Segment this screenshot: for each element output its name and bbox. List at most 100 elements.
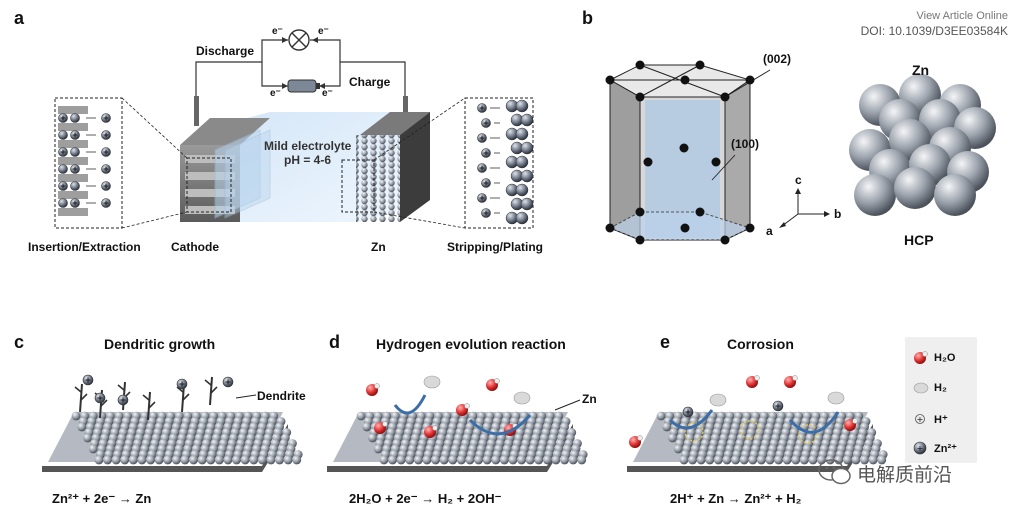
zn-atom <box>515 99 529 113</box>
watermark-text: 电解质前沿 <box>857 464 953 486</box>
dendrite <box>209 376 213 406</box>
lattice-atom <box>680 223 690 233</box>
surface-atom <box>180 455 190 465</box>
surface-atom <box>551 455 561 465</box>
surface-atom <box>739 455 749 465</box>
zn-sphere <box>894 167 936 209</box>
panel-c-surface <box>42 374 303 472</box>
surface-atom <box>379 455 389 465</box>
surface-atom <box>292 455 302 465</box>
dendrite <box>117 384 125 391</box>
host-layer <box>58 140 88 148</box>
dendrite <box>204 379 212 386</box>
electrolyte-ph-label: pH = 4-6 <box>284 153 332 167</box>
dendrite <box>182 393 190 401</box>
zn-ion <box>70 181 80 191</box>
surface-atom <box>88 444 98 454</box>
host-layer <box>58 123 88 131</box>
surface-atom <box>206 455 216 465</box>
zn-atom <box>515 183 529 197</box>
panel-c-label: c <box>14 332 25 352</box>
surface-atom <box>474 455 483 465</box>
surface-atom <box>791 455 801 465</box>
zn-atom <box>515 211 529 225</box>
dendrite <box>100 399 108 407</box>
surface-atom <box>275 455 284 465</box>
surface-atom <box>111 455 121 465</box>
dendrite <box>74 386 82 393</box>
dendrite <box>210 386 218 394</box>
surface-atom <box>77 422 87 432</box>
panel-e-surface <box>627 375 888 472</box>
host-layer <box>58 157 88 165</box>
zn-atom <box>520 197 534 211</box>
electron-label: e⁻ <box>270 88 281 99</box>
surface-atom <box>163 455 173 465</box>
axis-a-label: a <box>766 224 773 238</box>
surface-atom <box>679 455 689 465</box>
h2-molecule <box>709 393 727 407</box>
panel-b-hcp-cell <box>605 60 996 245</box>
wechat-icon <box>818 459 851 485</box>
dendrite <box>147 391 151 421</box>
surface-atom <box>482 455 492 465</box>
surface-atom <box>577 455 587 465</box>
corrosion-pit <box>798 424 818 444</box>
surface-atom <box>534 455 544 465</box>
surface-atom <box>748 455 758 465</box>
lattice-atom <box>720 92 730 102</box>
cathode-label: Cathode <box>171 240 219 254</box>
legend-graphics: + + <box>905 337 977 463</box>
surface-atom <box>197 455 207 465</box>
doi-link[interactable]: DOI: 10.1039/D3EE03584K <box>860 24 1008 38</box>
surface-atom <box>232 455 241 465</box>
surface-atom <box>249 455 259 465</box>
view-article-link[interactable]: View Article Online <box>916 10 1008 22</box>
lattice-atom <box>745 75 755 85</box>
surface-atom <box>688 455 697 465</box>
surface-atom <box>465 455 475 465</box>
surface-atom <box>356 411 366 421</box>
panel-e-label: e <box>660 332 671 352</box>
surface-atom <box>368 433 377 443</box>
zn-crystal-label: Zn <box>912 62 930 78</box>
surface-atom <box>662 422 672 432</box>
insertion-layers <box>58 106 111 216</box>
surface-atom <box>373 444 383 454</box>
arrow <box>554 399 581 411</box>
charge-label: Charge <box>349 75 391 89</box>
surface-atom <box>756 455 766 465</box>
host-layer <box>58 191 88 199</box>
panel-d-surface <box>327 375 588 472</box>
lattice-atom <box>745 223 755 233</box>
surface-atom <box>431 455 440 465</box>
lattice-atom <box>711 157 721 167</box>
surface-atom <box>765 455 775 465</box>
surface-atom <box>120 455 130 465</box>
host-layer <box>58 106 88 114</box>
surface-atom <box>668 433 677 443</box>
surface-atom <box>137 455 147 465</box>
surface-atom <box>146 455 155 465</box>
legend-hplus: H⁺ <box>934 414 948 426</box>
zn-atom <box>520 169 534 183</box>
legend-h2: H₂ <box>934 382 947 394</box>
zn-sphere <box>854 174 896 216</box>
surface-atom <box>223 455 233 465</box>
zn-sphere <box>934 174 976 216</box>
discharge-label: Discharge <box>196 44 255 58</box>
lattice-atom <box>679 143 689 153</box>
surface-atom <box>362 422 372 432</box>
surface-atom <box>808 455 818 465</box>
surface-atom <box>799 455 809 465</box>
lattice-atom <box>720 235 730 245</box>
surface-atom <box>448 455 458 465</box>
panel-e-title: Corrosion <box>727 336 794 352</box>
zn-atom <box>520 113 534 127</box>
zn-atom <box>515 127 529 141</box>
panel-d-title: Hydrogen evolution reaction <box>376 336 566 352</box>
panel-d-equation: 2H₂O + 2e⁻ → H₂ + 2OH⁻ <box>349 491 502 506</box>
surface-atom <box>396 455 406 465</box>
surface-atom <box>517 455 526 465</box>
